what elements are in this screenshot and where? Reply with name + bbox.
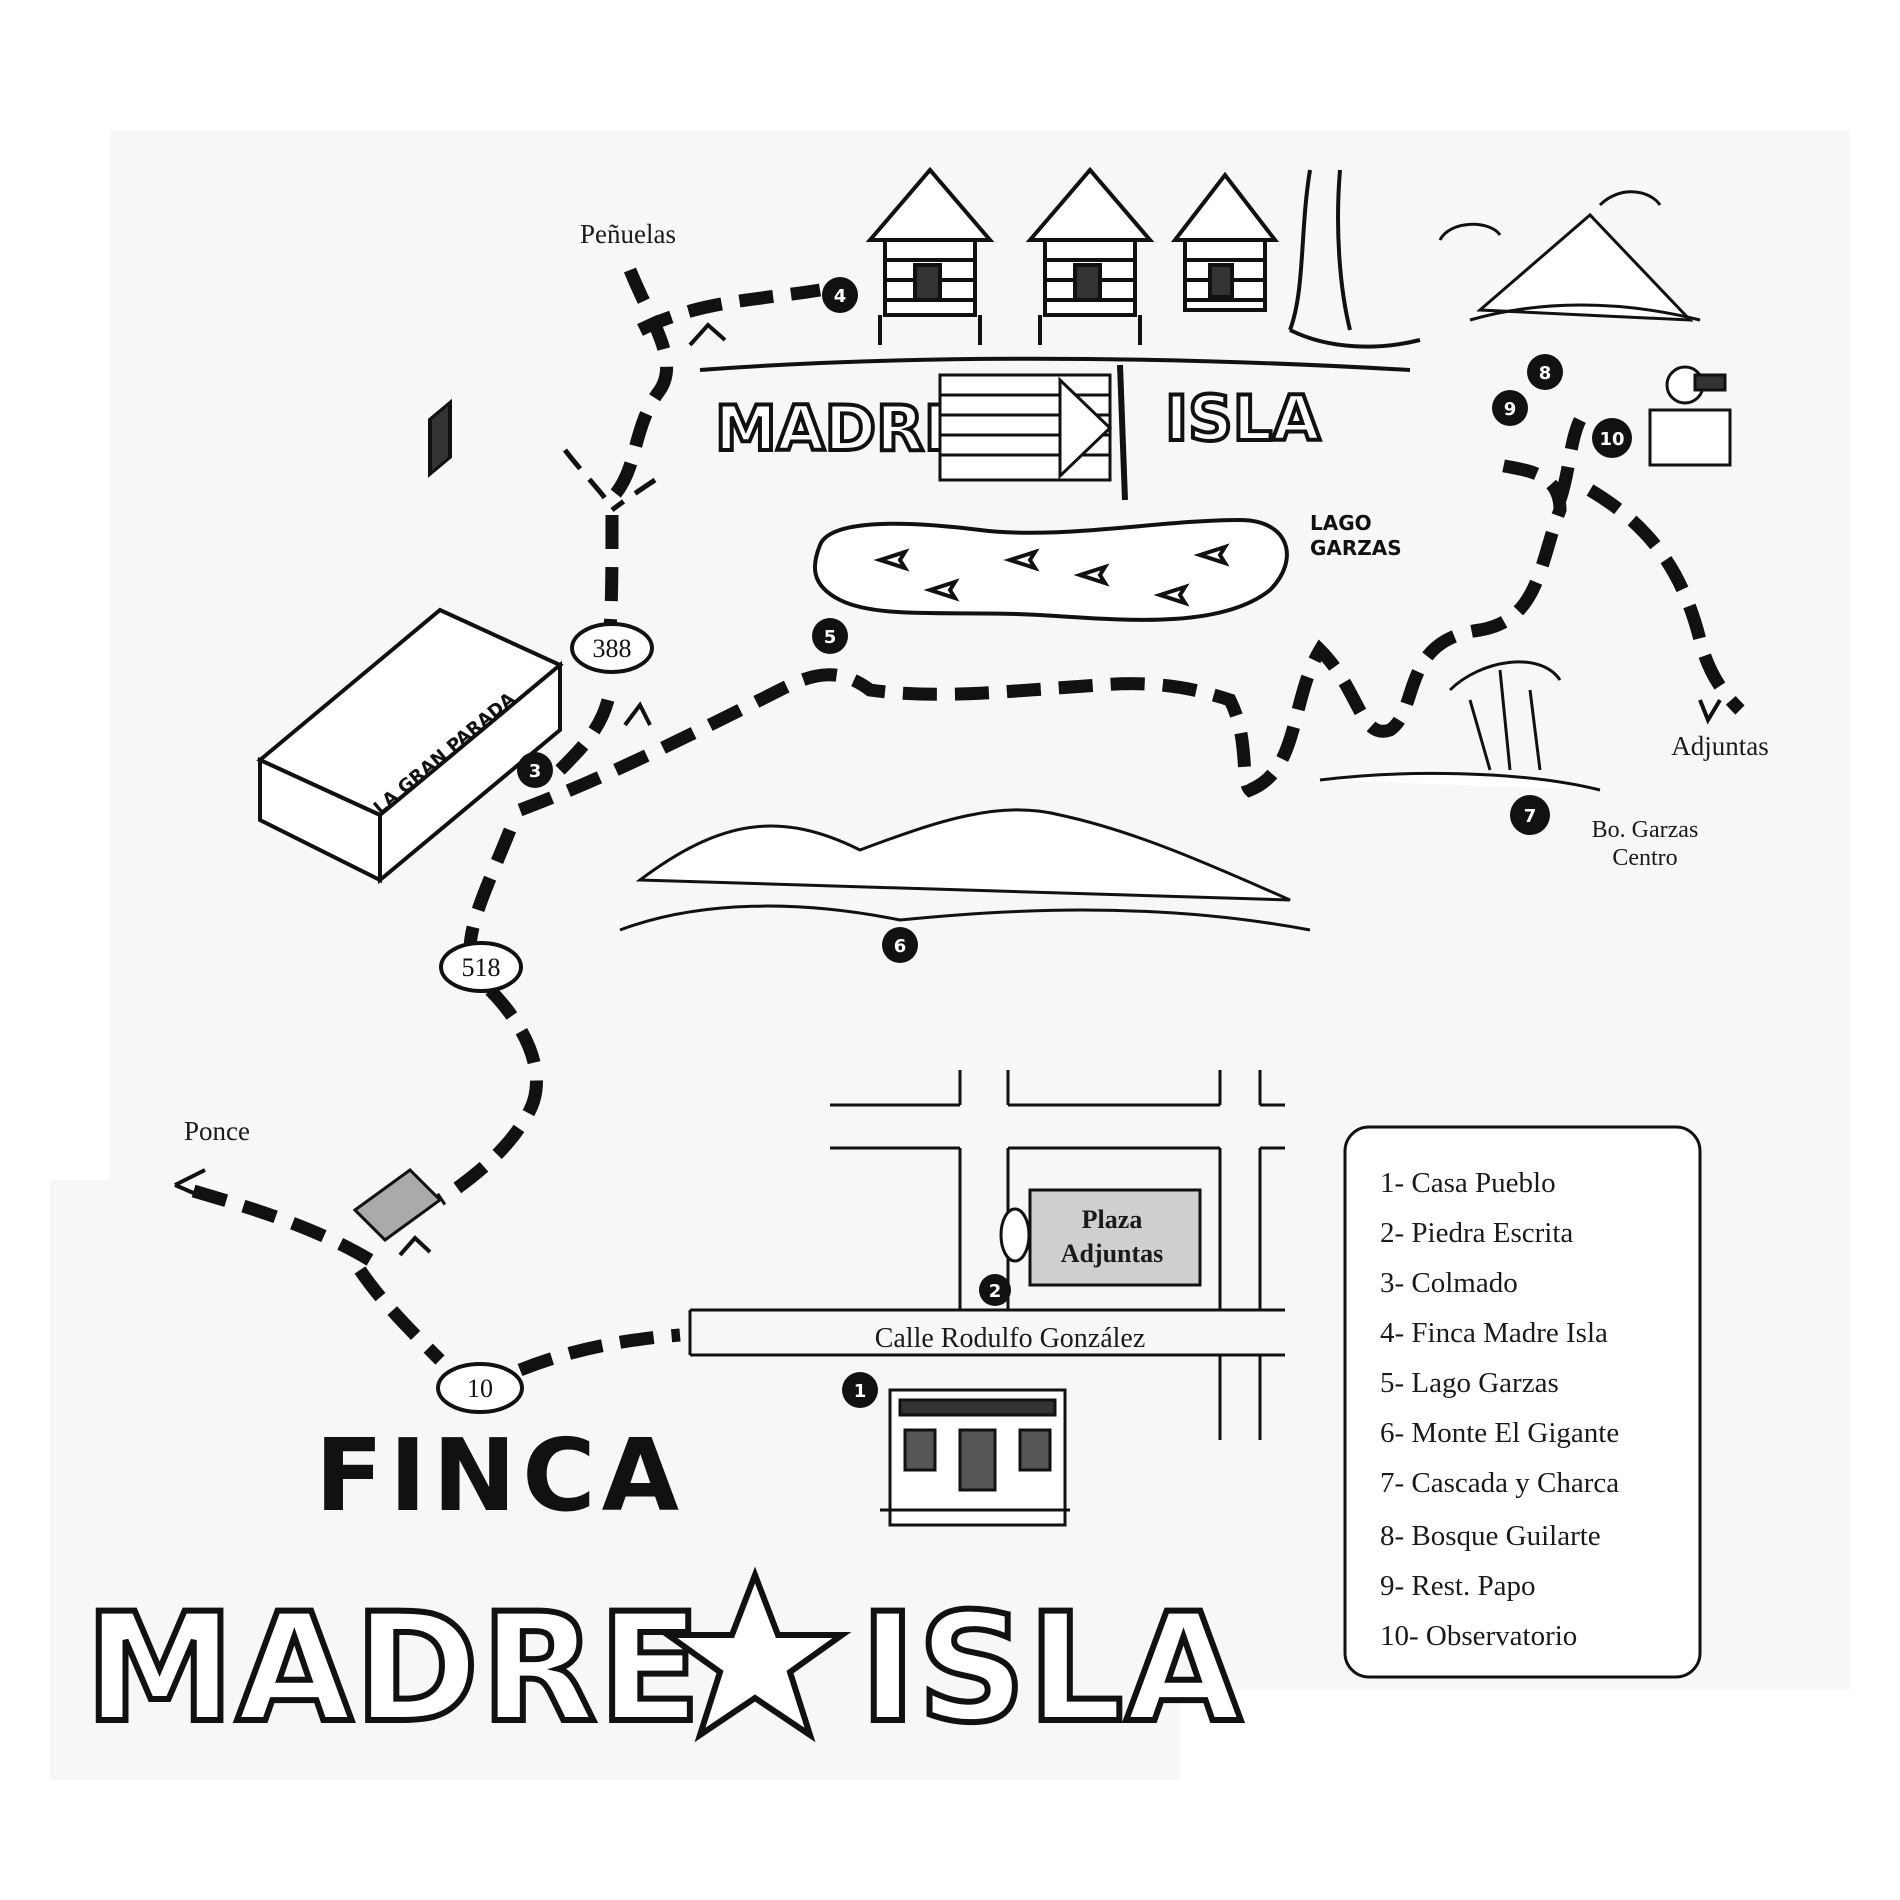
- route-sign-388: 388: [570, 622, 654, 674]
- svg-text:7: 7: [1524, 806, 1537, 827]
- route-label: 10: [467, 1374, 493, 1403]
- marker-5: 5: [812, 618, 848, 654]
- legend-item: 2- Piedra Escrita: [1380, 1217, 1573, 1249]
- title-line2-right: ISLA: [860, 1582, 1244, 1756]
- legend-item: 4- Finca Madre Isla: [1380, 1317, 1608, 1349]
- route-sign-518: 518: [439, 941, 523, 993]
- arrow-icon: [1698, 698, 1722, 725]
- arrow-icon: [623, 701, 652, 727]
- street-label: Calle Rodulfo González: [875, 1323, 1146, 1354]
- legend-item: 8- Bosque Guilarte: [1380, 1520, 1601, 1552]
- store-building: [256, 398, 564, 885]
- legend-item: 9- Rest. Papo: [1380, 1570, 1535, 1602]
- svg-text:8: 8: [1539, 363, 1552, 384]
- star-icon: [658, 1566, 852, 1743]
- mountain-guilarte: [1438, 190, 1701, 322]
- lake-illustration: [812, 517, 1289, 622]
- svg-text:4: 4: [834, 286, 847, 307]
- title-line2-left: MADRE: [85, 1582, 703, 1756]
- legend-item: 1- Casa Pueblo: [1380, 1167, 1556, 1199]
- legend-item: 3- Colmado: [1380, 1267, 1518, 1299]
- farm-sign-left: MADRE: [715, 392, 966, 465]
- arrow-icon: [398, 1235, 432, 1257]
- direction-arrows: [174, 322, 1722, 1257]
- arrow-icon: [174, 1168, 206, 1200]
- plaza-label-line1: Plaza: [1082, 1205, 1143, 1234]
- marker-1: 1: [842, 1372, 878, 1408]
- bridge-icon: [352, 1168, 443, 1242]
- place-penuelas: Peñuelas: [580, 219, 676, 249]
- svg-text:6: 6: [894, 936, 907, 957]
- route-label: 388: [593, 634, 632, 663]
- marker-10: 10: [1592, 418, 1632, 458]
- plaza-label-line2: Adjuntas: [1061, 1239, 1164, 1268]
- svg-text:9: 9: [1504, 399, 1517, 420]
- roads: [188, 267, 1745, 1377]
- svg-text:10: 10: [1599, 429, 1624, 450]
- legend-item: 6- Monte El Gigante: [1380, 1417, 1619, 1449]
- svg-text:1: 1: [854, 1381, 867, 1402]
- place-garzas-line2: Centro: [1612, 845, 1677, 871]
- marker-9: 9: [1492, 390, 1528, 426]
- svg-text:2: 2: [989, 1281, 1002, 1302]
- legend-item: 7- Cascada y Charca: [1380, 1467, 1619, 1499]
- legend-item: 10- Observatorio: [1380, 1620, 1577, 1652]
- plaza-block: [1028, 1188, 1202, 1287]
- legend-item: 5- Lago Garzas: [1380, 1367, 1559, 1399]
- marker-4: 4: [822, 277, 858, 313]
- flag-icon: [938, 364, 1128, 501]
- arrow-icon: [688, 322, 727, 347]
- marker-3: 3: [517, 752, 553, 788]
- casa-pueblo-illustration: [880, 1388, 1070, 1527]
- marker-6: 6: [882, 927, 918, 963]
- lake-label-line1: LAGO: [1310, 511, 1372, 535]
- waterfall-illustration: [1319, 660, 1601, 792]
- legend: 1- Casa Pueblo 2- Piedra Escrita 3- Colm…: [1343, 1125, 1702, 1679]
- route-label: 518: [462, 953, 501, 982]
- lake-label-line2: GARZAS: [1310, 536, 1402, 560]
- mountain-gigante: [619, 808, 1311, 932]
- place-adjuntas: Adjuntas: [1671, 731, 1769, 761]
- place-garzas-line1: Bo. Garzas: [1592, 817, 1699, 843]
- svg-text:5: 5: [824, 627, 837, 648]
- farm-sign: MADRE ISLA: [713, 364, 1322, 501]
- cabins-illustration: [699, 166, 1421, 372]
- poi-markers: 1 2 3 4 5 6 7 8 9 10: [517, 277, 1632, 1408]
- map-title: FINCA MADRE ISLA: [82, 1417, 1245, 1759]
- route-sign-10: 10: [436, 1362, 524, 1414]
- svg-text:3: 3: [529, 761, 542, 782]
- marker-8: 8: [1527, 354, 1563, 390]
- place-ponce: Ponce: [184, 1116, 250, 1146]
- observatory-illustration: [1648, 365, 1732, 467]
- marker-7: 7: [1510, 795, 1550, 835]
- farm-sign-right: ISLA: [1165, 382, 1320, 455]
- plaza-fountain-icon: [999, 1207, 1031, 1263]
- title-line1: FINCA: [315, 1417, 685, 1534]
- town-grid: [688, 1070, 1285, 1440]
- marker-2: 2: [979, 1274, 1011, 1306]
